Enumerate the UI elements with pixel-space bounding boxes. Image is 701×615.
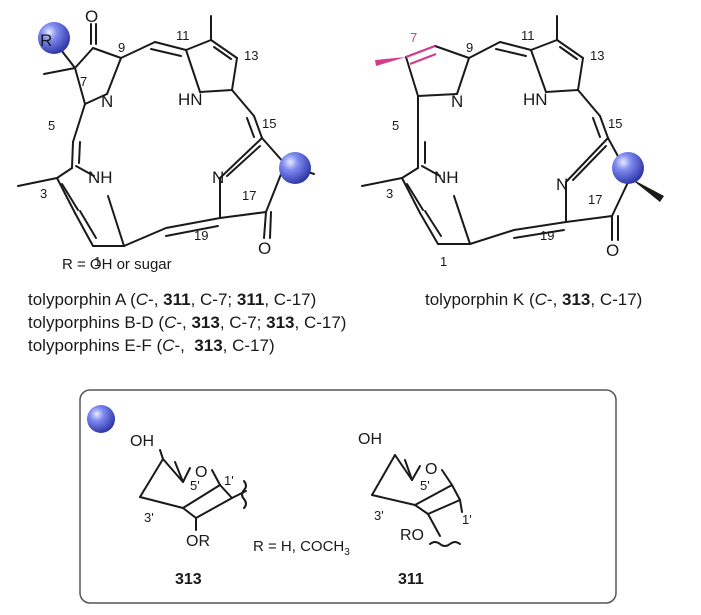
right-atom-labels: N HN NH N O — [434, 90, 619, 260]
pos-15-r: 15 — [608, 116, 622, 131]
pos-9: 9 — [118, 40, 125, 55]
pos-19-r: 19 — [540, 228, 554, 243]
sugar-311-id: 311 — [398, 571, 424, 588]
pos-15: 15 — [262, 116, 276, 131]
sugar-ball-c7 — [38, 22, 70, 54]
caption-tolyporphin-a: tolyporphin A (C-, 311, C-7; 311, C-17) — [28, 290, 317, 309]
sugar-313-or: OR — [186, 533, 210, 550]
pos-3-r: 3 — [386, 186, 393, 201]
right-position-numbers: 9 11 13 15 5 3 1 19 17 — [386, 28, 622, 269]
sugar-311-1p: 1' — [462, 512, 472, 527]
ketone-oxygen-top: O — [85, 7, 98, 26]
pos-11-r: 11 — [521, 28, 535, 43]
left-porphyrin-structure — [17, 15, 315, 247]
sugar-311-labels: OH O 5' 1' 3' RO 311 — [358, 431, 472, 588]
r-definition-note: R = OH or sugar — [62, 256, 172, 273]
pos-1: 1 — [94, 254, 101, 269]
sugar-313-1p: 1' — [224, 473, 234, 488]
nh-bottom: NH — [88, 168, 113, 187]
left-atom-labels: R O N HN NH N O — [40, 7, 271, 258]
sugar-313-id: 313 — [175, 571, 202, 588]
c17-wedge-methyl — [630, 178, 664, 202]
sugar-311-structure — [371, 454, 463, 547]
r-label: R — [40, 31, 52, 50]
nitrogen-right: N — [212, 168, 224, 187]
sugar-313-structure — [139, 449, 247, 531]
sugar-box — [79, 389, 617, 604]
sugar-313-3p: 3' — [144, 510, 154, 525]
caption-tolyporphins-b-d: tolyporphins B-D (C-, 313, C-7; 313, C-1… — [28, 313, 347, 332]
sugar-313-labels: OH O 5' 1' 3' OR 313 — [130, 433, 234, 588]
left-position-numbers: 7 9 11 13 15 5 3 1 19 17 — [40, 28, 276, 269]
caption-tolyporphins-e-f: tolyporphins E-F (C-, 313, C-17) — [28, 336, 275, 355]
sugar-311-ro: RO — [400, 527, 424, 544]
pos-11: 11 — [176, 28, 190, 43]
pos-9-r: 9 — [466, 40, 473, 55]
right-porphyrin-structure — [361, 15, 631, 245]
pos-1-r: 1 — [440, 254, 447, 269]
pos-3: 3 — [40, 186, 47, 201]
sugar-313-5p: 5' — [190, 478, 200, 493]
pos-5-r: 5 — [392, 118, 399, 133]
hn-top-r: HN — [523, 90, 548, 109]
pos-5: 5 — [48, 118, 55, 133]
sugar-ball-c17-right — [612, 152, 644, 184]
ketone-oxygen-bottom: O — [258, 239, 271, 258]
nitrogen-left: N — [101, 92, 113, 111]
sugar-313-ring-o: O — [195, 464, 207, 481]
sugar-r-definition: R = H, COCH3 — [253, 538, 350, 558]
pos-13-r: 13 — [590, 48, 604, 63]
pos-7-highlight: 7 — [410, 30, 417, 45]
hn-top: HN — [178, 90, 203, 109]
c7-highlight: 7 — [375, 30, 437, 66]
pos-19: 19 — [194, 228, 208, 243]
sugar-311-oh: OH — [358, 431, 382, 448]
sugar-311-5p: 5' — [420, 478, 430, 493]
nitrogen-right-r: N — [556, 175, 568, 194]
sugar-ball-legend — [87, 405, 115, 433]
pos-17: 17 — [242, 188, 256, 203]
sugar-313-oh: OH — [130, 433, 154, 450]
sugar-311-ring-o: O — [425, 461, 437, 478]
nitrogen-left-r: N — [451, 92, 463, 111]
ketone-oxygen-bottom-r: O — [606, 241, 619, 260]
sugar-311-3p: 3' — [374, 508, 384, 523]
caption-tolyporphin-k: tolyporphin K (C-, 313, C-17) — [425, 290, 643, 309]
nh-bottom-r: NH — [434, 168, 459, 187]
sugar-ball-c17 — [279, 152, 311, 184]
pos-13: 13 — [244, 48, 258, 63]
pos-17-r: 17 — [588, 192, 602, 207]
pos-7: 7 — [80, 74, 87, 89]
